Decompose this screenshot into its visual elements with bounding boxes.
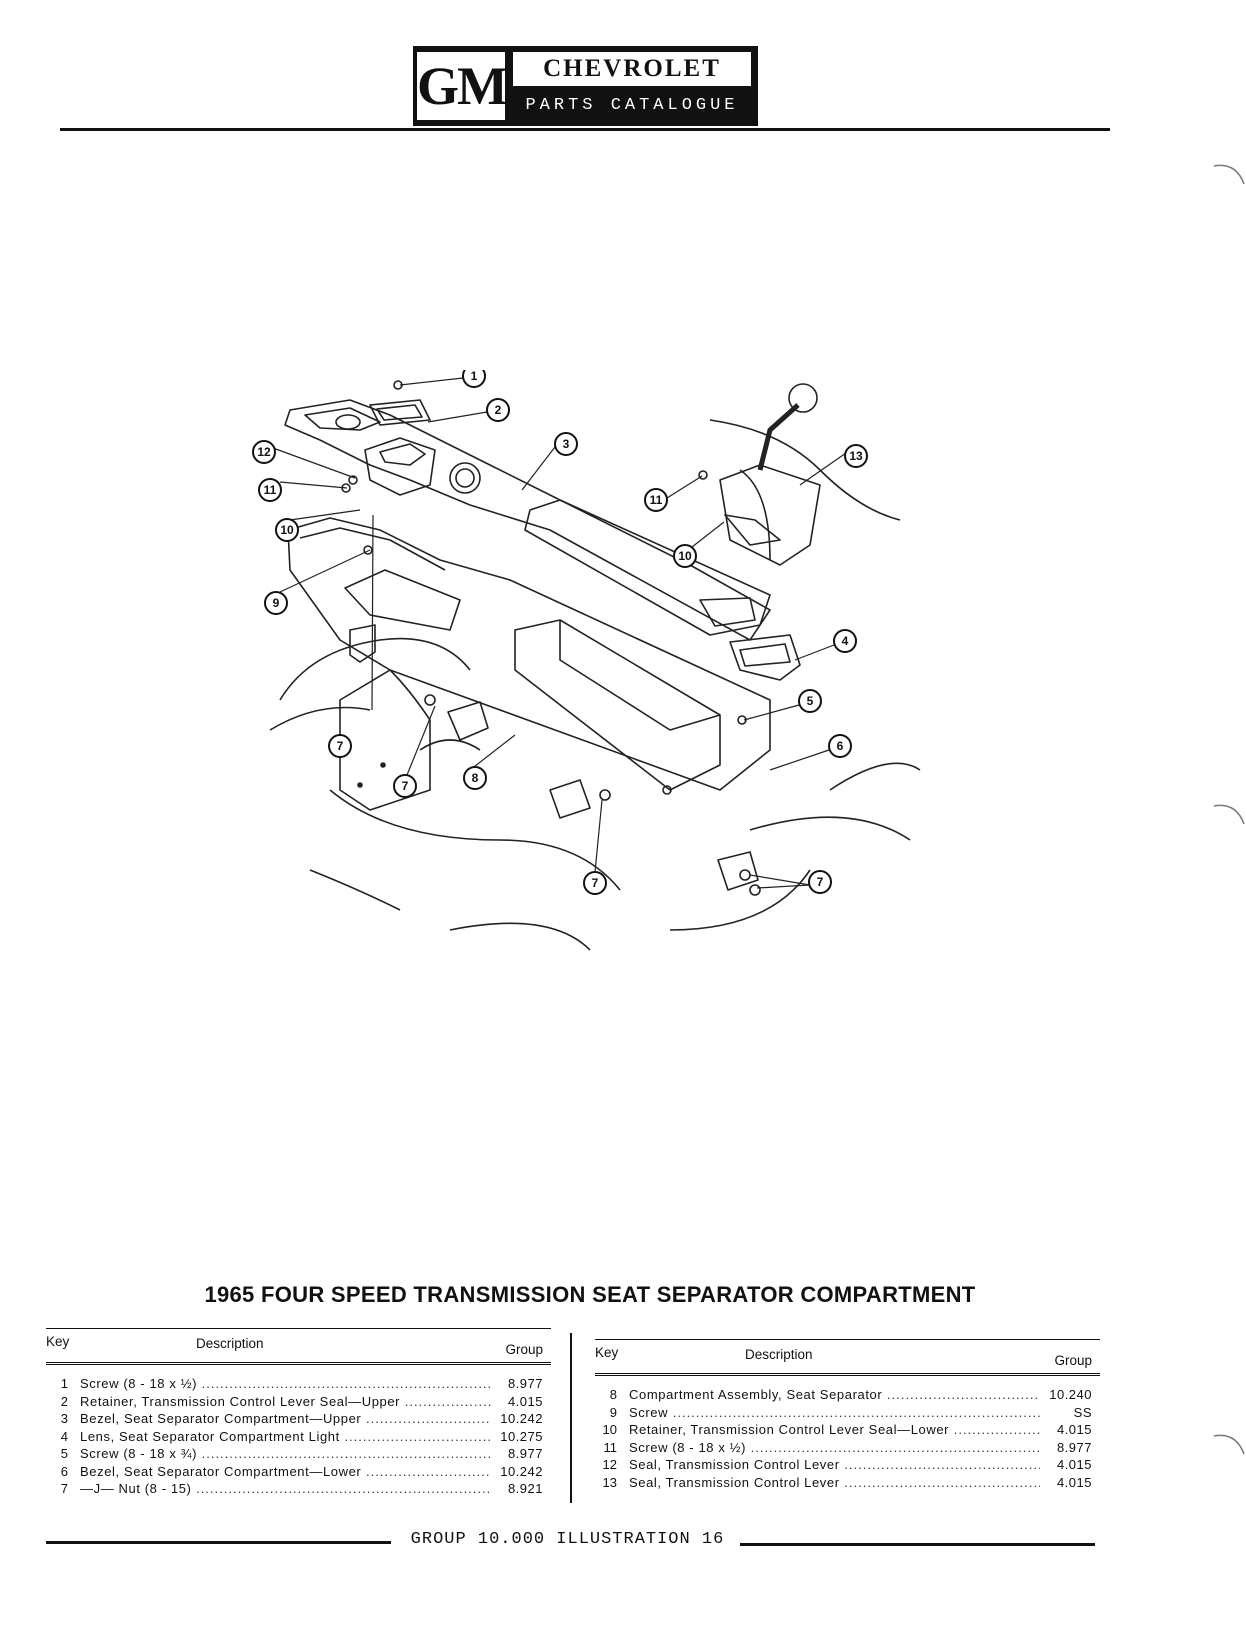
gm-chevrolet-logo: GM CHEVROLET PARTS CATALOGUE xyxy=(413,46,758,126)
callout-2: 2 xyxy=(486,398,510,422)
callout-12: 12 xyxy=(252,440,276,464)
illustration-title: 1965 FOUR SPEED TRANSMISSION SEAT SEPARA… xyxy=(204,1282,976,1307)
callout-7: 7 xyxy=(393,774,417,798)
key-header: Key xyxy=(595,1345,619,1360)
callout-8: 8 xyxy=(463,766,487,790)
table-row: 9ScrewSS xyxy=(595,1404,1100,1422)
svg-text:4: 4 xyxy=(842,634,849,648)
group-header: Group xyxy=(1054,1353,1092,1368)
svg-text:3: 3 xyxy=(563,437,570,451)
callout-1: 1 xyxy=(462,370,486,388)
page-edge-mark xyxy=(1213,804,1245,825)
footer-rule-left xyxy=(46,1541,391,1544)
column-divider xyxy=(570,1333,572,1503)
callout-11: 11 xyxy=(644,488,668,512)
svg-text:7: 7 xyxy=(402,779,409,793)
callout-7: 7 xyxy=(583,871,607,895)
callout-7: 7 xyxy=(328,734,352,758)
callout-7: 7 xyxy=(808,870,832,894)
svg-text:2: 2 xyxy=(495,403,502,417)
callout-9: 9 xyxy=(264,591,288,615)
callout-5: 5 xyxy=(798,689,822,713)
svg-text:1: 1 xyxy=(471,370,478,383)
svg-text:10: 10 xyxy=(280,523,294,537)
catalogue-subtitle: PARTS CATALOGUE xyxy=(525,96,739,115)
footer-reference: GROUP 10.000 ILLUSTRATION 16 xyxy=(410,1530,725,1549)
gm-logo-mark: GM xyxy=(417,52,508,120)
callout-11: 11 xyxy=(258,478,282,502)
callout-4: 4 xyxy=(833,629,857,653)
svg-text:7: 7 xyxy=(337,739,344,753)
svg-text:11: 11 xyxy=(264,483,277,497)
brand-name: CHEVROLET xyxy=(513,52,751,86)
callout-3: 3 xyxy=(554,432,578,456)
svg-text:5: 5 xyxy=(807,694,814,708)
svg-text:9: 9 xyxy=(273,596,280,610)
table-header: Key Description Group xyxy=(46,1328,551,1365)
table-header: Key Description Group xyxy=(595,1339,1100,1376)
page-edge-mark xyxy=(1213,1434,1245,1455)
svg-text:12: 12 xyxy=(257,445,271,459)
header-rule xyxy=(60,128,1110,131)
key-header: Key xyxy=(46,1334,70,1349)
svg-text:7: 7 xyxy=(592,876,599,890)
svg-text:8: 8 xyxy=(472,771,479,785)
description-header: Description xyxy=(745,1347,813,1362)
table-row: 7—J— Nut (8 - 15)8.921 xyxy=(46,1480,551,1498)
page-edge-mark xyxy=(1213,164,1245,185)
svg-text:6: 6 xyxy=(837,739,844,753)
group-header: Group xyxy=(505,1342,543,1357)
svg-text:10: 10 xyxy=(678,549,692,563)
parts-illustration: 1 2 3 4 5 6 7 7 7 7 8 9 10 10 11 11 12 1… xyxy=(252,370,921,951)
callout-13: 13 xyxy=(844,444,868,468)
svg-text:11: 11 xyxy=(650,493,663,507)
description-header: Description xyxy=(196,1336,264,1351)
footer-rule-right xyxy=(740,1543,1095,1546)
svg-text:7: 7 xyxy=(817,875,824,889)
callout-10: 10 xyxy=(275,518,299,542)
callout-10: 10 xyxy=(673,544,697,568)
callout-6: 6 xyxy=(828,734,852,758)
svg-text:13: 13 xyxy=(849,449,863,463)
